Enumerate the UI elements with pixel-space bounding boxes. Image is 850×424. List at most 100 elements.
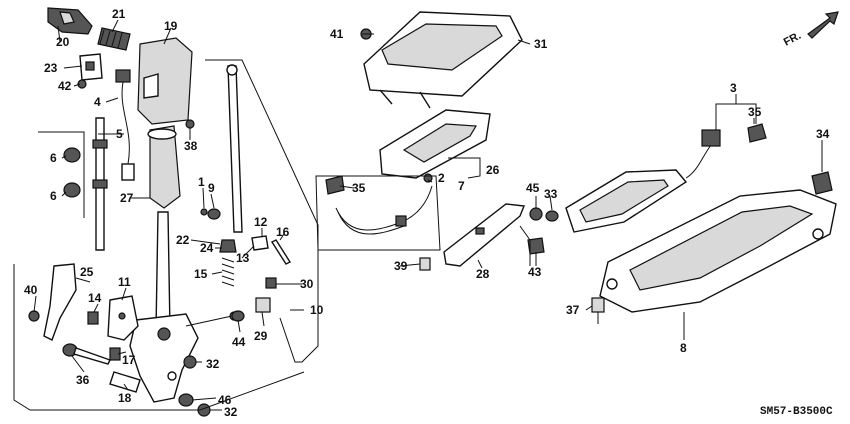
callout-5: 5	[116, 127, 123, 141]
callout-32b: 32	[224, 405, 238, 419]
part-16-pin	[270, 239, 292, 265]
callout-27: 27	[120, 191, 134, 205]
callout-labels: 20 21 19 23 42 4 5 6 6 27 3 8 1 9 22 24 1…	[24, 7, 830, 419]
part-44-washer	[231, 310, 245, 322]
callout-21: 21	[112, 7, 126, 21]
fr-arrow-icon	[807, 11, 839, 39]
part-4-switch	[115, 69, 135, 181]
part-46-washer	[178, 393, 194, 407]
part-35-clip-right	[747, 123, 767, 143]
part-32-nut-upper	[183, 355, 197, 369]
part-13-bushing	[251, 235, 269, 251]
part-2-bulb	[423, 173, 433, 183]
part-6-grommet-b	[63, 182, 81, 198]
part-34-clip	[811, 171, 833, 195]
callout-14: 14	[88, 291, 102, 305]
callout-20: 20	[56, 35, 70, 49]
part-5-rod	[92, 117, 108, 251]
part-1-pin	[200, 208, 208, 216]
callout-40: 40	[24, 283, 38, 297]
callout-39: 39	[394, 259, 408, 273]
group-box-line-left	[13, 264, 305, 411]
part-21-spring	[97, 27, 131, 51]
bracket-line-5	[38, 131, 85, 218]
part-harness-cable	[335, 185, 433, 235]
part-9-collar	[207, 208, 221, 220]
callout-26: 26	[486, 163, 500, 177]
part-25-bracket	[43, 263, 77, 341]
part-15-spring	[221, 257, 235, 287]
callout-44: 44	[232, 335, 246, 349]
part-8-base-bracket	[599, 189, 837, 313]
part-19-shift-knob	[137, 37, 193, 125]
diagram-code: SM57-B3500C	[760, 406, 833, 418]
callout-4: 4	[94, 95, 101, 109]
callout-24: 24	[200, 241, 214, 255]
part-26-indicator	[379, 109, 491, 179]
callout-10: 10	[310, 303, 324, 317]
callout-9: 9	[208, 181, 215, 195]
callout-33: 33	[544, 187, 558, 201]
callout-35a: 35	[352, 181, 366, 195]
part-20-grip	[47, 7, 93, 35]
callout-19: 19	[164, 19, 178, 33]
part-27-boot	[147, 125, 181, 209]
callout-23: 23	[44, 61, 58, 75]
callout-11: 11	[118, 275, 131, 289]
part-43-bushing	[527, 237, 545, 255]
callout-6b: 6	[50, 189, 57, 203]
part-24-cap	[219, 239, 237, 253]
callout-25: 25	[80, 265, 94, 279]
callout-32a: 32	[206, 357, 220, 371]
direction-label: FR.	[782, 30, 803, 49]
callout-36: 36	[76, 373, 90, 387]
callout-46: 46	[218, 393, 232, 407]
callout-28: 28	[476, 267, 490, 281]
group-box-line-22	[205, 59, 319, 363]
part-18-sleeve	[109, 371, 141, 393]
part-42-screw	[77, 79, 87, 89]
part-shift-lever	[129, 211, 239, 403]
callout-41: 41	[330, 27, 344, 41]
callout-1: 1	[198, 175, 205, 189]
callout-31: 31	[534, 37, 548, 51]
callout-29: 29	[254, 329, 268, 343]
part-3-shift-lock	[565, 129, 721, 233]
part-29-nut	[255, 297, 271, 313]
callout-43: 43	[528, 265, 542, 279]
part-23-clip	[79, 53, 103, 81]
callout-22: 22	[176, 233, 190, 247]
callout-12: 12	[254, 215, 268, 229]
part-33-washer	[545, 210, 559, 222]
part-37-bolt	[591, 297, 605, 324]
callout-34: 34	[816, 127, 830, 141]
part-14-bolt	[87, 311, 99, 325]
callout-7: 7	[458, 179, 465, 193]
callout-15: 15	[194, 267, 208, 281]
part-11-bracket	[107, 295, 139, 341]
callout-8: 8	[680, 341, 687, 355]
part-detent-rod	[226, 64, 243, 233]
part-31-console	[363, 11, 523, 109]
callout-37: 37	[566, 303, 580, 317]
callout-2: 2	[438, 171, 445, 185]
callout-42: 42	[58, 79, 72, 93]
callout-45: 45	[526, 181, 540, 195]
callout-18: 18	[118, 391, 132, 405]
part-36-bolt	[62, 343, 111, 365]
callout-13: 13	[236, 251, 250, 265]
part-28-cover	[443, 203, 525, 267]
part-40-bolt	[28, 310, 40, 322]
part-35-clip	[325, 175, 345, 195]
callout-16: 16	[276, 225, 290, 239]
part-39-screw	[419, 257, 431, 271]
callout-17: 17	[122, 353, 136, 367]
leader-lines	[33, 19, 823, 411]
callout-30: 30	[300, 277, 314, 291]
part-6-grommet-a	[63, 147, 81, 163]
callout-6a: 6	[50, 151, 57, 165]
callout-35b: 35	[748, 105, 762, 119]
part-45-nut	[529, 207, 543, 221]
callout-3: 3	[730, 81, 737, 95]
